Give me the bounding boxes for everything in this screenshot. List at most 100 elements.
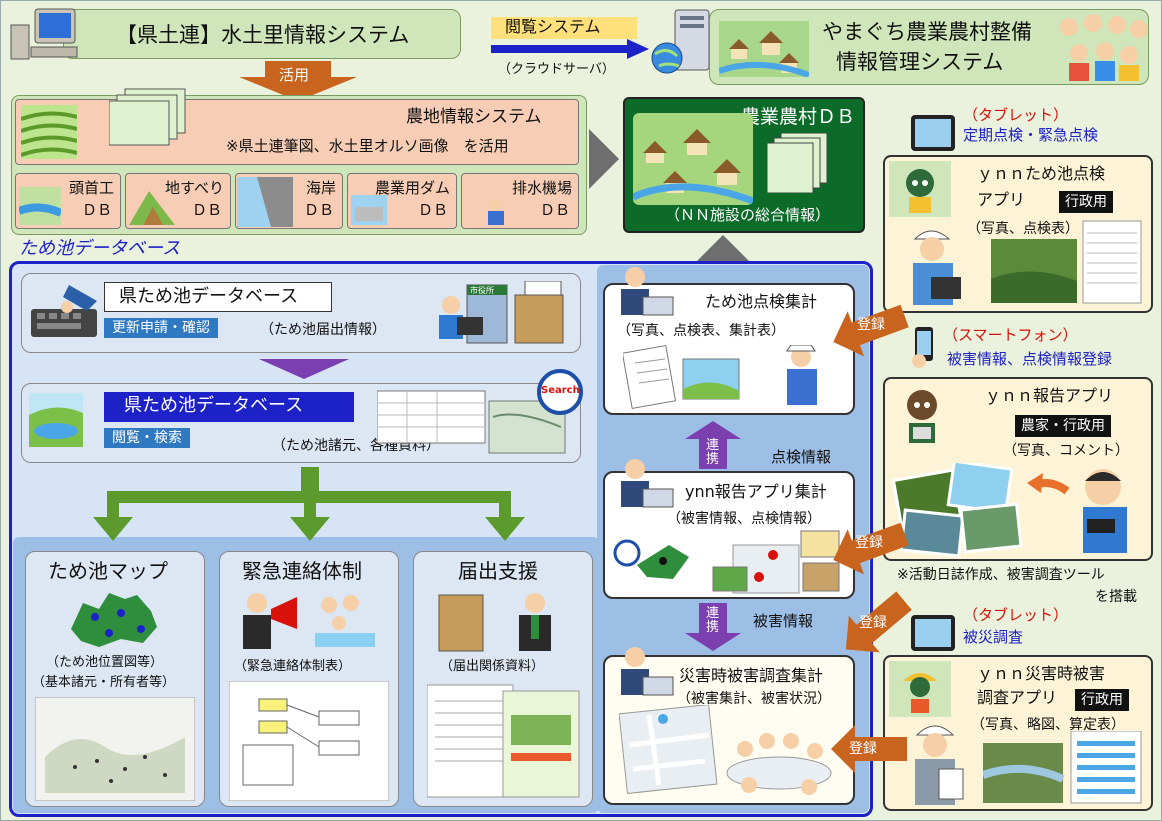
pond-landscape-icon: [29, 393, 83, 447]
disaster-app-sub: （写真、略図、算定表）: [971, 717, 1125, 733]
register-label-4: 登録: [849, 741, 877, 757]
register-arrow-icon: [833, 522, 909, 575]
farmer-admin-tag: 農家・行政用: [1015, 415, 1111, 438]
tablet-icon: [911, 115, 955, 151]
pond-inspection-app-title-1: ｙｎｎため池点検: [977, 164, 1106, 183]
tablet2-label: （タブレット）: [963, 606, 1069, 624]
arrow-up-icon: [693, 235, 753, 265]
people-crowd-icon: [1060, 14, 1148, 81]
contact-chart-icon: [229, 681, 389, 801]
yamaguchi-system-title-1: やまぐち農業農村整備: [822, 20, 1032, 44]
register-label-1: 登録: [857, 317, 885, 333]
agri-db-title: 農業農村ＤＢ: [741, 106, 856, 128]
headworks-icon: [19, 187, 61, 225]
village-map-icon: [633, 113, 753, 205]
river-photo-form-icon: [983, 731, 1142, 804]
dam-icon: [351, 195, 387, 225]
use-arrow-icon: [239, 61, 357, 101]
worker-laptop-icon: [621, 647, 674, 696]
report-app-sub: （写真、コメント）: [1003, 443, 1129, 459]
farmland-system-box: 農地情報システム ※県土連筆図、水土里オルソ画像 を活用: [15, 99, 579, 165]
smartphone-hand-icon: [912, 327, 933, 368]
server-icon: [651, 9, 710, 74]
envelope-official-icon: [438, 593, 551, 652]
chevron-right-icon: [589, 129, 619, 189]
notification-support-title: 届出支援: [458, 559, 538, 583]
pond-db-label: ため池データベース: [19, 238, 181, 259]
arrow-right-icon: [491, 39, 649, 59]
report-app-summary-sub: （被害情報、点検情報）: [667, 511, 821, 527]
spreadsheet-map-icon: [377, 390, 566, 454]
tablet1-label: （タブレット）: [963, 106, 1069, 124]
pond-inspection-app-sub: （写真、点検表）: [967, 221, 1079, 237]
prefecture-map-icon: [71, 593, 157, 647]
surveyor-icon: [915, 725, 964, 805]
report-app-note-2: を搭載: [1095, 589, 1137, 605]
forms-documents-icon: [427, 684, 580, 798]
pond-photo-form-icon: [991, 220, 1142, 304]
landslide-icon: [129, 191, 175, 225]
mizutori-system-title: 【県土連】水土里情報システム: [116, 23, 410, 47]
branch-arrow-icon: [93, 467, 525, 541]
register-arrow-icon: [831, 725, 907, 773]
register-label-3: 登録: [859, 615, 887, 631]
disaster-summary-sub: （被害集計、被害状況）: [677, 691, 831, 707]
keyboard-typing-icon: [31, 285, 97, 337]
map-screenshot-icon: [35, 697, 195, 801]
pref-db-update-title-box: 県ため池データベース: [104, 282, 332, 312]
farmland-system-title: 農地情報システム: [406, 107, 542, 127]
mizutori-system-box: 【県土連】水土里情報システム: [63, 9, 461, 59]
tablet-icon: [911, 615, 955, 651]
rice-terrace-icon: [21, 105, 77, 159]
tablet1-desc: 定期点検・緊急点検: [963, 126, 1099, 144]
village-illustration-icon: [719, 21, 809, 77]
arrow-down-icon: [259, 359, 349, 379]
register-arrow-icon: [845, 591, 912, 653]
computer-icon: [10, 8, 78, 60]
cloud-server-label: （クラウドサーバ）: [498, 62, 615, 77]
search-badge-text: Search: [541, 385, 580, 396]
emergency-contact-title: 緊急連絡体制: [242, 559, 362, 583]
update-request-tag: 更新申請・確認: [104, 318, 218, 339]
disaster-app-title-1: ｙｎｎ災害時被害: [977, 664, 1106, 683]
map-pins-icon: [613, 530, 840, 594]
agri-db-sub: （ＮＮ施設の総合情報）: [665, 206, 831, 224]
report-app-note-1: ※活動日誌作成、被害調査ツール: [897, 567, 1105, 583]
yamaguchi-system-title-2: 情報管理システム: [836, 50, 1004, 74]
damage-info-label: 被害情報: [753, 612, 814, 630]
worker-laptop-icon: [621, 459, 674, 508]
envelope-document-icon: [514, 281, 564, 344]
documents-stack-icon: [767, 133, 828, 193]
link-arrow-up-icon: [685, 421, 741, 469]
smartphone-label: （スマートフォン）: [943, 326, 1078, 344]
inspection-summary-sub: （写真、点検表、集計表）: [617, 323, 785, 339]
pond-inspection-app-title-2: アプリ: [977, 190, 1026, 209]
admin-tag-2: 行政用: [1075, 689, 1129, 712]
db-card-pump: 排水機場 ＤＢ: [461, 173, 579, 229]
link-arrow-down-icon: [685, 603, 741, 651]
city-office-worker-icon: [439, 284, 508, 344]
inspection-summary-title: ため池点検集計: [705, 292, 818, 311]
use-label: 活用: [279, 66, 310, 84]
browse-search-tag: 閲覧・検索: [104, 428, 190, 449]
mascot-helmet-icon: [889, 661, 951, 717]
mascot-camera-icon: [907, 390, 937, 443]
search-magnifier: [537, 369, 583, 415]
report-app-summary-title: ynn報告アプリ集計: [685, 482, 827, 501]
admin-tag: 行政用: [1059, 191, 1113, 214]
pref-db-browse-title-box: 県ため池データベース: [104, 392, 354, 422]
browse-system-label: 閲覧システム: [491, 17, 637, 39]
documents-icon: [109, 88, 186, 146]
photos-phone-user-icon: [891, 463, 1127, 557]
pref-db-update-sub: （ため池届出情報）: [260, 322, 386, 338]
pref-db-browse-card: 県ため池データベース 閲覧・検索 （ため池諸元、各種資料）: [21, 383, 581, 463]
inspector-tablet-icon: [913, 230, 961, 305]
report-app-title: ｙｎｎ報告アプリ: [985, 386, 1114, 405]
smartphone-desc: 被害情報、点検情報登録: [947, 350, 1113, 368]
farmland-system-note: ※県土連筆図、水土里オルソ画像 を活用: [226, 137, 509, 155]
map-meeting-icon: [619, 705, 832, 795]
inspection-info-label: 点検情報: [771, 448, 832, 466]
pond-map-title: ため池マップ: [48, 559, 168, 583]
tablet2-desc: 被災調査: [963, 628, 1024, 646]
